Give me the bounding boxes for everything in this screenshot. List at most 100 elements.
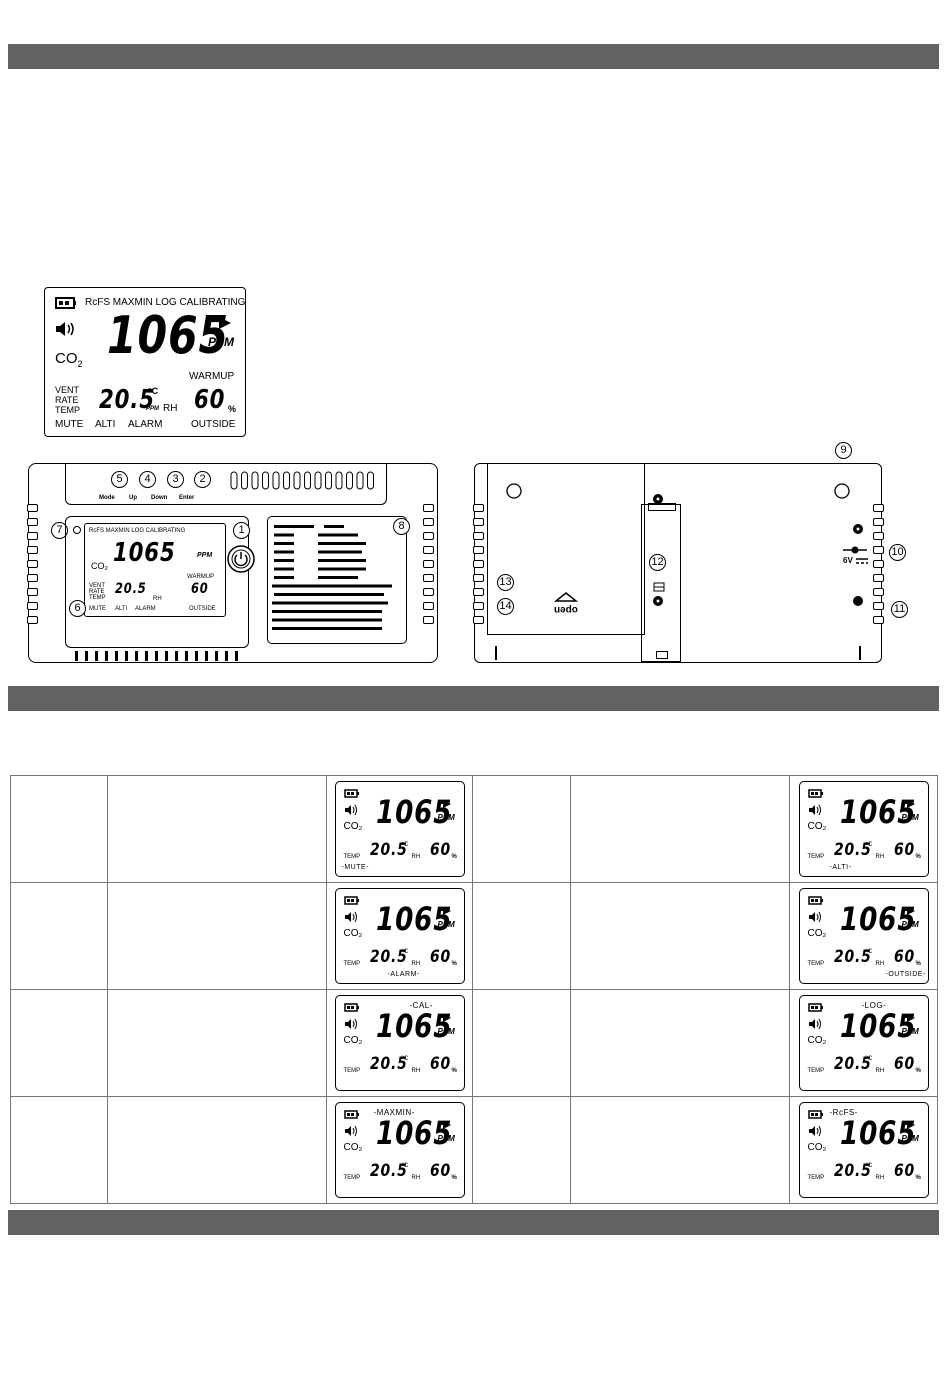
mini-lcd-outside: 1065 PPM CO₂ TEMP 20.5 °C RH 60 % -OUTSI… [798, 888, 929, 984]
right-side-vents [423, 504, 435, 644]
mode-cell [10, 1096, 108, 1204]
rear-view-diagram: open 12 13 14 6V [473, 463, 884, 663]
mini-lcd-rcfs: -RcFS- 1065 PPM CO₂ TEMP 20.5 °C RH 60 % [798, 1102, 929, 1198]
front-warmup: WARMUP [187, 574, 215, 580]
mini-rh-value: 60 [429, 1054, 451, 1074]
front-rate: RATE [89, 589, 105, 595]
mode-cell [570, 775, 790, 883]
power-button[interactable] [226, 544, 256, 574]
battery-icon [343, 896, 359, 905]
ppm-unit: PPM [208, 335, 235, 349]
callout-7: 7 [51, 522, 68, 539]
front-rh-value: 60 [191, 581, 209, 597]
mini-deg-c: °C [401, 1163, 409, 1169]
mode-cell [10, 989, 108, 1097]
mode-cell [472, 1096, 571, 1204]
mode-cell: 1065 PPM CO₂ TEMP 20.5 °C RH 60 % -MUTE- [326, 775, 473, 883]
front-outside: OUTSIDE [189, 606, 216, 612]
mode-cell [570, 882, 790, 990]
mode-indicator-bottom: -MUTE- [341, 864, 369, 871]
front-alti: ALTI [115, 606, 128, 612]
mode-cell [10, 775, 108, 883]
screw-hole-left [506, 483, 522, 499]
battery-icon [343, 1003, 359, 1012]
mini-rh-value: 60 [429, 840, 451, 860]
battery-icon [807, 896, 823, 905]
mode-row: -CAL- 1065 PPM CO₂ TEMP 20.5 °C RH 60 % … [10, 989, 938, 1097]
mode-cell [107, 1096, 327, 1204]
mini-co2-value: 1065 [375, 1007, 452, 1045]
mini-co2-value: 1065 [375, 900, 452, 938]
vent-label: VENT [55, 385, 80, 395]
sensor-led [73, 526, 81, 534]
sensor-slot [641, 503, 681, 662]
up-button[interactable]: Up [129, 495, 137, 501]
mode-indicator: -LOG- [861, 1001, 887, 1010]
mode-indicator-bottom: -ALARM- [387, 971, 420, 978]
speaker-icon [808, 1018, 821, 1030]
mode-row: -MAXMIN- 1065 PPM CO₂ TEMP 20.5 °C RH 60… [10, 1096, 938, 1204]
mini-rh: RH [875, 1175, 885, 1181]
control-buttons: 5 4 3 2 Mode Up Down Enter [99, 468, 211, 508]
front-mute: MUTE [89, 606, 106, 612]
callout-6: 6 [69, 600, 86, 617]
mini-co2-value: 1065 [839, 1007, 916, 1045]
mini-co2-value: 1065 [839, 900, 916, 938]
front-co2-label: CO₂ [91, 561, 108, 571]
lcd-top-labels: RcFS MAXMIN LOG CALIBRATING [85, 297, 246, 308]
mini-lcd-alarm: 1065 PPM CO₂ TEMP 20.5 °C RH 60 % -ALARM… [334, 888, 465, 984]
level-indicator-icon [906, 800, 915, 808]
mini-deg-c: °C [401, 949, 409, 955]
percent-unit: % [228, 404, 237, 414]
battery-compartment-cover: open [487, 464, 645, 635]
speaker-icon [808, 804, 821, 816]
mode-cell [570, 989, 790, 1097]
mini-temp-label: TEMP [343, 961, 361, 967]
mini-ppm: PPM [901, 813, 919, 822]
mini-co2-label: CO₂ [807, 821, 827, 832]
callout-12: 12 [649, 554, 666, 571]
display-modes-table: 1065 PPM CO₂ TEMP 20.5 °C RH 60 % -MUTE-… [10, 775, 938, 1204]
mini-rh-value: 60 [893, 1054, 915, 1074]
mini-ppm: PPM [901, 920, 919, 929]
speaker-icon [56, 322, 74, 336]
outside-label: OUTSIDE [191, 419, 236, 430]
mini-deg-c: °C [865, 949, 873, 955]
mini-rh-value: 60 [893, 947, 915, 967]
speaker-icon [344, 911, 357, 923]
mini-temp-value: 20.5 [833, 947, 872, 967]
mini-temp-value: 20.5 [369, 1161, 408, 1181]
speaker-icon [344, 1125, 357, 1137]
front-temp: TEMP [89, 595, 106, 601]
callout-3: 3 [167, 471, 184, 488]
screw-icon-top [653, 494, 663, 504]
mini-percent: % [915, 854, 921, 860]
co2-label: CO2 [55, 350, 83, 369]
callout-1: 1 [233, 522, 250, 539]
down-button[interactable]: Down [151, 495, 168, 501]
mini-temp-value: 20.5 [833, 1054, 872, 1074]
mode-cell [107, 775, 327, 883]
small-ppm-unit: PPM [146, 406, 160, 412]
mini-ppm: PPM [901, 1134, 919, 1143]
mode-cell [472, 882, 571, 990]
mini-percent: % [451, 854, 457, 860]
speaker-icon [808, 911, 821, 923]
section-header-bar-2 [8, 686, 939, 711]
mini-temp-label: TEMP [343, 1068, 361, 1074]
mini-temp-label: TEMP [807, 1175, 825, 1181]
enter-button[interactable]: Enter [179, 495, 195, 501]
speaker-icon [344, 1018, 357, 1030]
usb-port-icon [853, 596, 863, 606]
mode-button[interactable]: Mode [99, 495, 115, 501]
mini-temp-value: 20.5 [833, 1161, 872, 1181]
mini-lcd-maxmin: -MAXMIN- 1065 PPM CO₂ TEMP 20.5 °C RH 60… [334, 1102, 465, 1198]
callout-14: 14 [497, 598, 514, 615]
mini-rh-value: 60 [429, 947, 451, 967]
mini-temp-label: TEMP [807, 854, 825, 860]
mode-indicator-bottom: -ALTI- [829, 864, 852, 871]
dc-symbol-icon [856, 558, 868, 564]
front-lcd-screen: RcFS MAXMIN LOG CALIBRATING 1065 PPM CO₂… [84, 523, 226, 617]
mini-co2-value: 1065 [375, 793, 452, 831]
front-co2-value: 1065 [113, 538, 176, 568]
